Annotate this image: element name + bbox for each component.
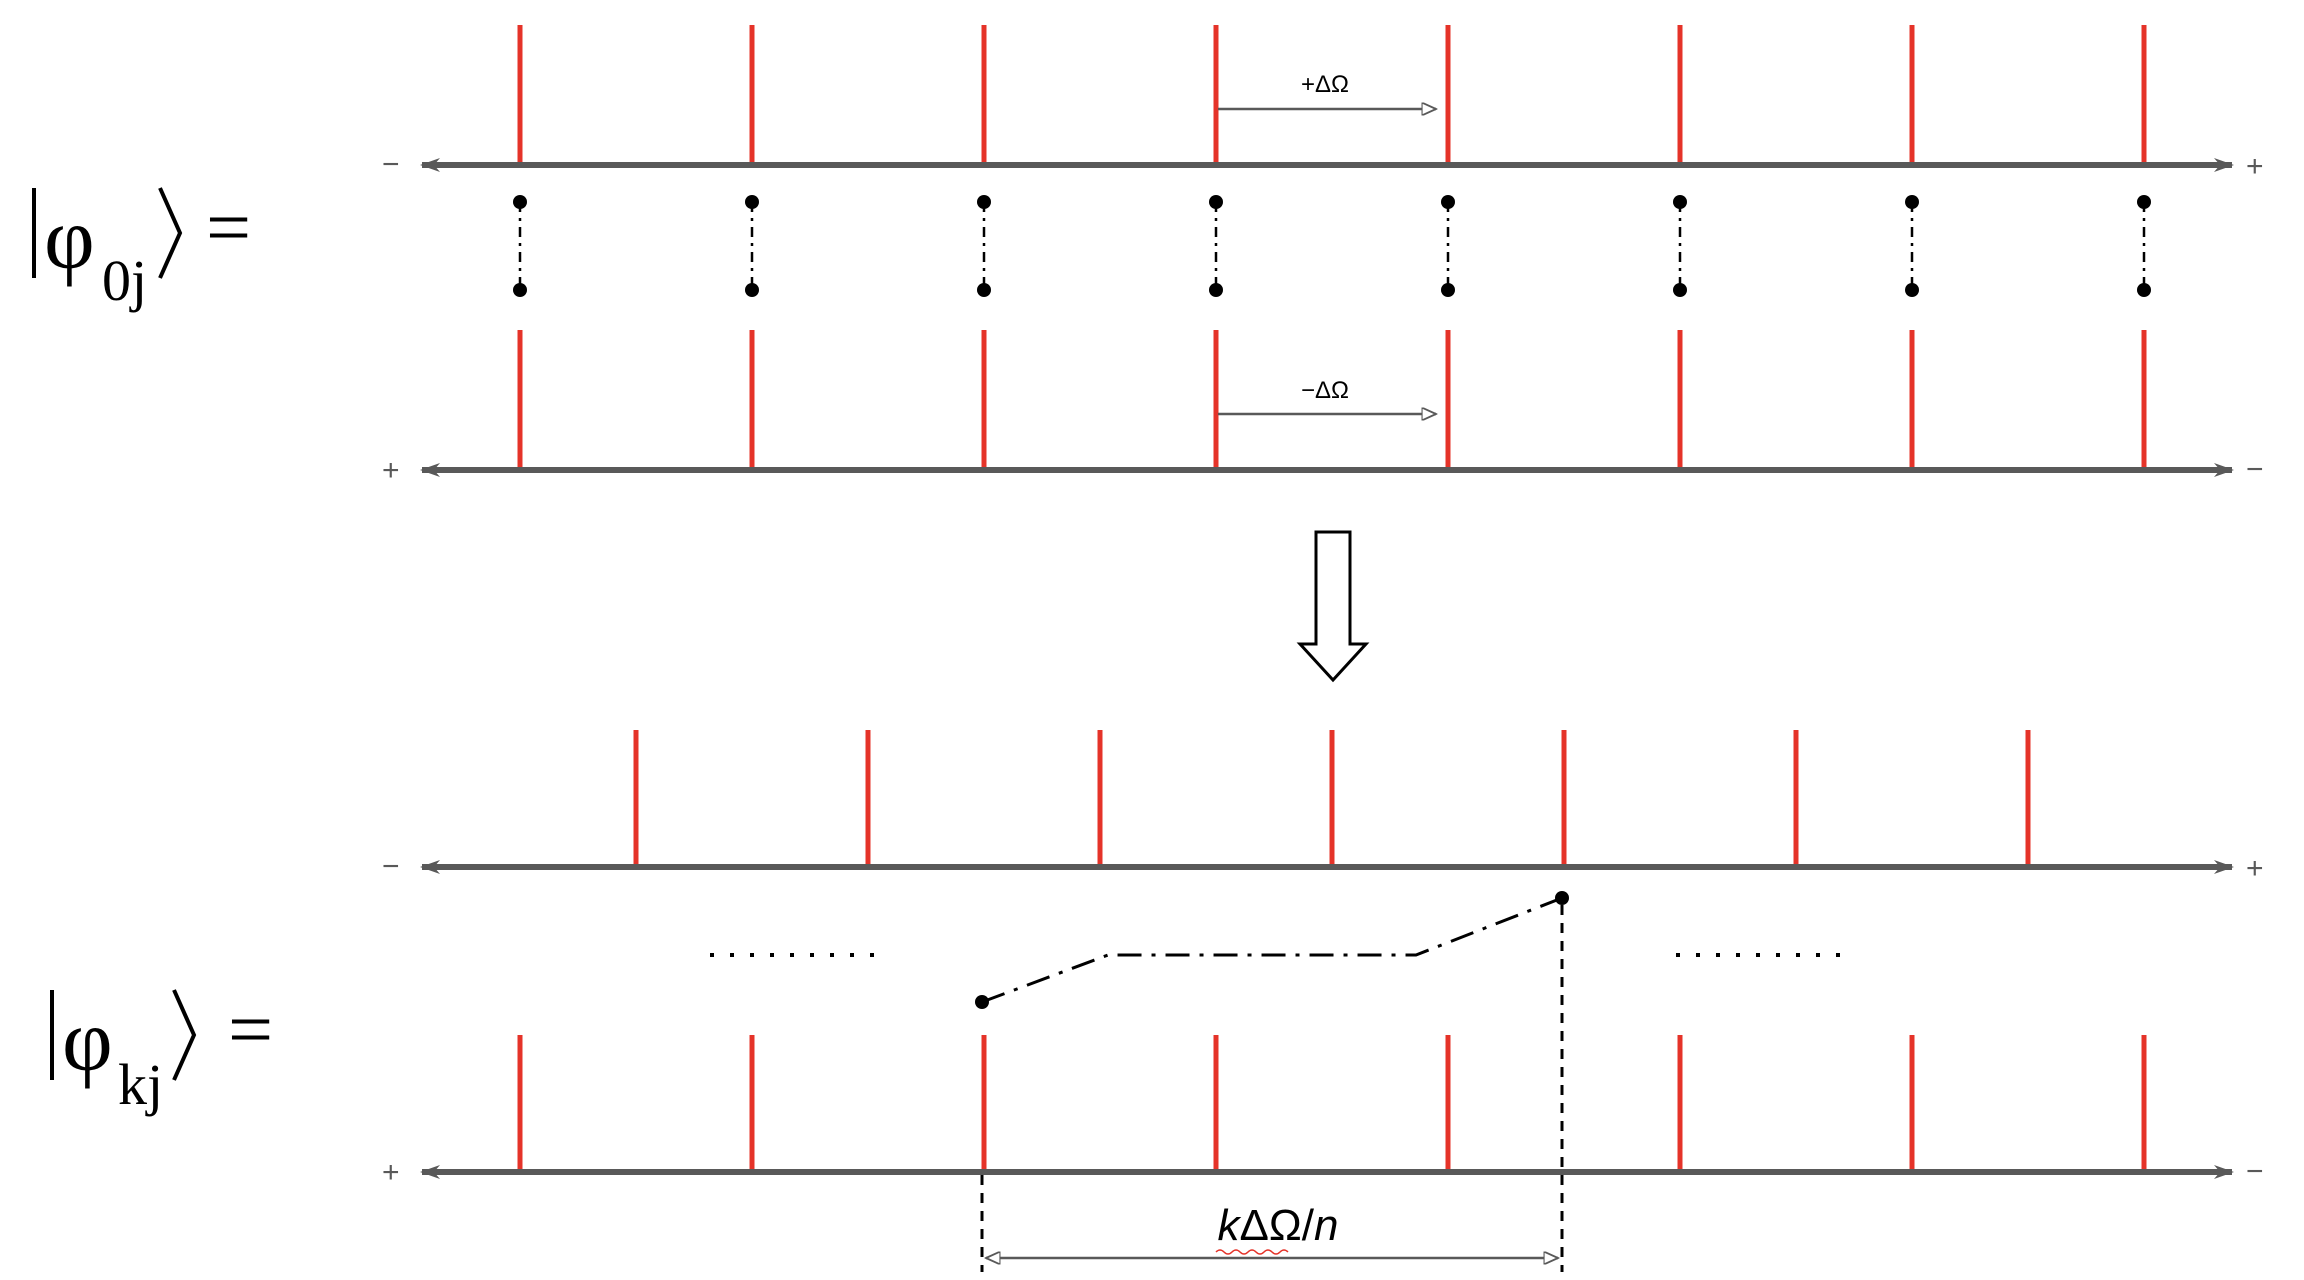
- pair-top-dot: [1441, 195, 1455, 209]
- subscript-kj: kj: [118, 1052, 163, 1117]
- top-lower-right-sign: −: [2246, 453, 2264, 486]
- bottom-lower-left-sign: +: [382, 1156, 400, 1189]
- delta-omega-symbol: ΔΩ/: [1240, 1201, 1315, 1250]
- equals-sign: =: [206, 184, 251, 272]
- pair-bottom-dot: [2137, 283, 2151, 297]
- top-links: [513, 195, 2151, 297]
- shift-dimension-label: kΔΩ/n: [1218, 1201, 1339, 1250]
- pair-top-dot: [745, 195, 759, 209]
- coupling-start-dot: [975, 995, 989, 1009]
- pair-bottom-dot: [745, 283, 759, 297]
- bottom-upper-ticks: [633, 730, 2031, 867]
- pair-top-dot: [513, 195, 527, 209]
- top-lower-ticks: [517, 330, 2147, 470]
- bottom-lower-ticks: [517, 1035, 2147, 1172]
- state-kj-label: φ kj =: [50, 986, 273, 1117]
- coupling-path: [981, 896, 1563, 1004]
- down-arrow-icon: [1296, 530, 1370, 683]
- lower-shift-label: −ΔΩ: [1301, 377, 1349, 404]
- pair-bottom-dot: [513, 283, 527, 297]
- n-symbol: n: [1314, 1201, 1338, 1250]
- top-upper-right-sign: +: [2246, 150, 2264, 183]
- pair-bottom-dot: [977, 283, 991, 297]
- spellcheck-underline: [1215, 1249, 1289, 1255]
- bottom-upper-right-sign: +: [2246, 852, 2264, 885]
- bottom-upper-left-sign: −: [382, 850, 400, 883]
- top-upper-ticks: [517, 25, 2147, 165]
- phi-symbol: φ: [62, 993, 113, 1090]
- state-0j-label: φ 0j =: [32, 184, 251, 313]
- phi-symbol: φ: [44, 191, 95, 288]
- pair-top-dot: [2137, 195, 2151, 209]
- subscript-0j: 0j: [102, 248, 147, 313]
- pair-bottom-dot: [1673, 283, 1687, 297]
- pair-top-dot: [1905, 195, 1919, 209]
- pair-top-dot: [977, 195, 991, 209]
- bottom-panel: − + + − kΔΩ/n: [382, 730, 2264, 1272]
- top-lower-left-sign: +: [382, 454, 400, 487]
- pair-bottom-dot: [1441, 283, 1455, 297]
- ket-angle: [172, 989, 197, 1081]
- bottom-lower-right-sign: −: [2246, 1155, 2264, 1188]
- top-upper-left-sign: −: [382, 148, 400, 181]
- pair-bottom-dot: [1905, 283, 1919, 297]
- coupling-end-dot: [1555, 891, 1569, 905]
- ket-angle: [158, 187, 183, 279]
- top-panel: − + + − +ΔΩ −ΔΩ: [382, 25, 2264, 487]
- k-symbol: k: [1218, 1201, 1242, 1250]
- upper-shift-label: +ΔΩ: [1301, 71, 1349, 98]
- pair-top-dot: [1673, 195, 1687, 209]
- equals-sign: =: [228, 986, 273, 1074]
- pair-bottom-dot: [1209, 283, 1223, 297]
- pair-top-dot: [1209, 195, 1223, 209]
